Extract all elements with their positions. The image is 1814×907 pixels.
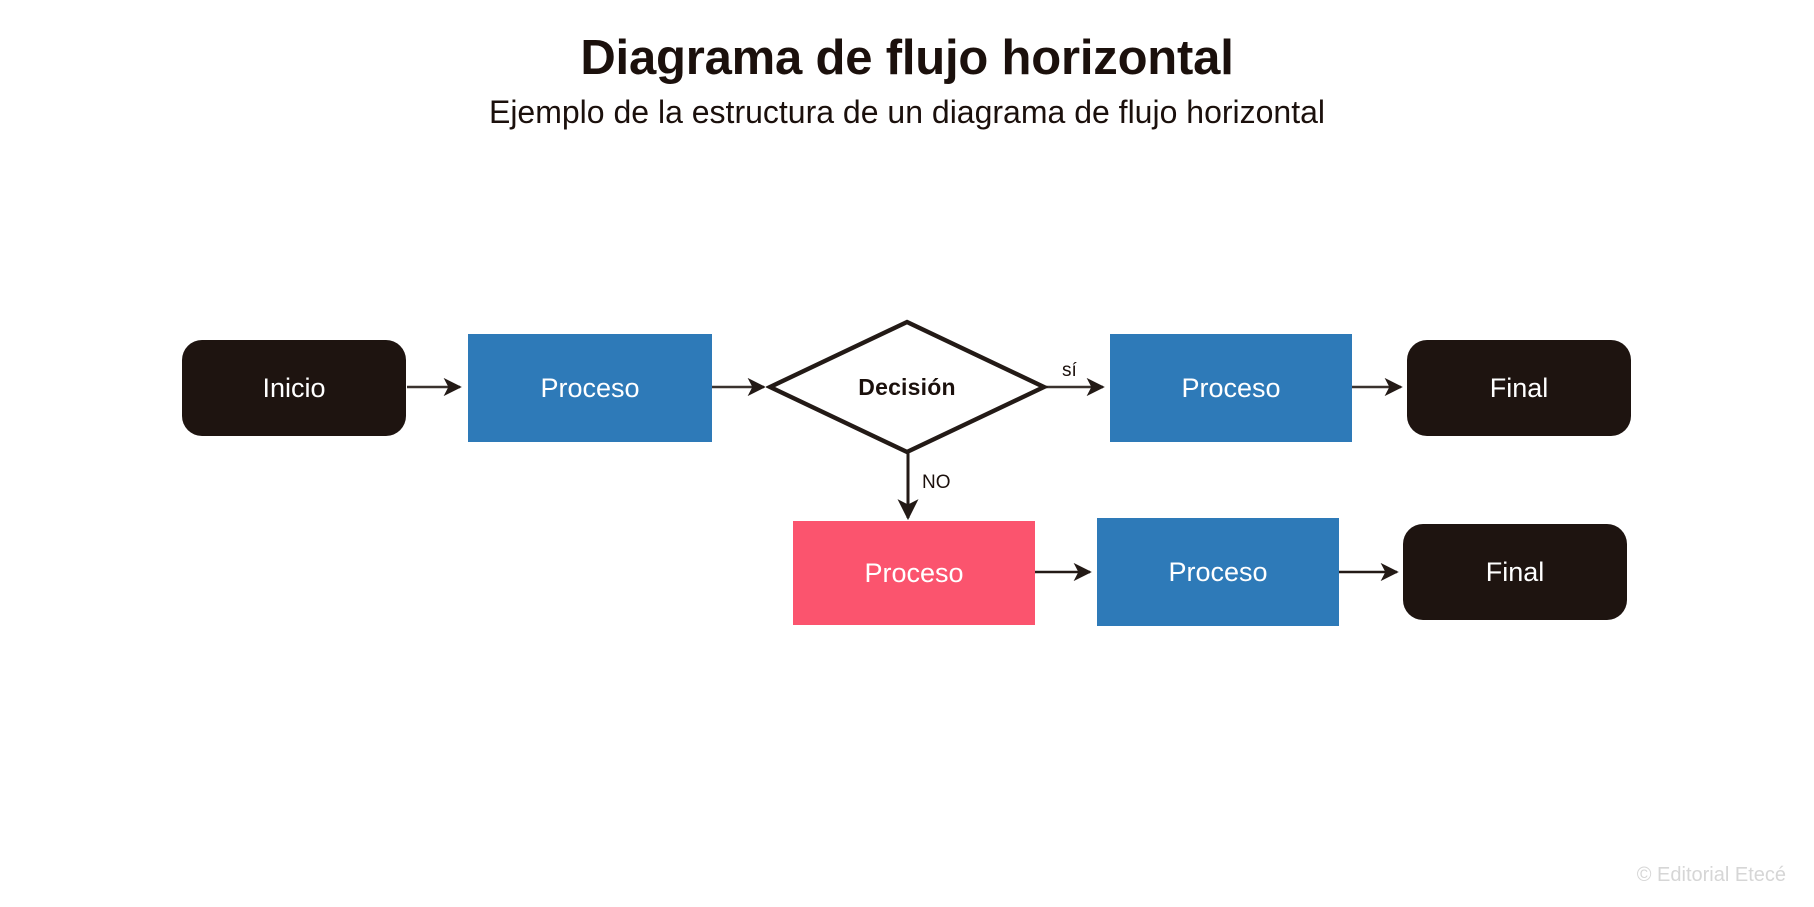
copyright-credit: © Editorial Etecé [1636, 864, 1786, 886]
node-label: Proceso [1168, 556, 1268, 587]
node-final-2[interactable]: Final [1403, 524, 1627, 620]
node-decision[interactable]: Decisión [766, 318, 1048, 456]
node-inicio[interactable]: Inicio [182, 340, 406, 436]
header: Diagrama de flujo horizontal Ejemplo de … [0, 30, 1814, 132]
node-proceso-2[interactable]: Proceso [1110, 334, 1352, 442]
node-label: Proceso [864, 557, 964, 588]
node-proceso-1[interactable]: Proceso [468, 334, 712, 442]
page-subtitle: Ejemplo de la estructura de un diagrama … [488, 93, 1326, 130]
node-final-1[interactable]: Final [1407, 340, 1631, 436]
node-proceso-alt[interactable]: Proceso [793, 521, 1035, 625]
node-label: Final [1485, 556, 1545, 587]
node-label: Decisión [858, 373, 956, 400]
diamond-shape [766, 319, 1048, 455]
edge-label-no: NO [922, 472, 951, 493]
edge-label-yes: sí [1062, 360, 1077, 381]
node-label: Inicio [262, 372, 326, 403]
node-label: Final [1489, 372, 1549, 403]
node-proceso-3[interactable]: Proceso [1097, 518, 1339, 626]
node-label: Proceso [540, 372, 640, 403]
page-title: Diagrama de flujo horizontal [580, 31, 1234, 85]
node-label: Proceso [1181, 372, 1281, 403]
